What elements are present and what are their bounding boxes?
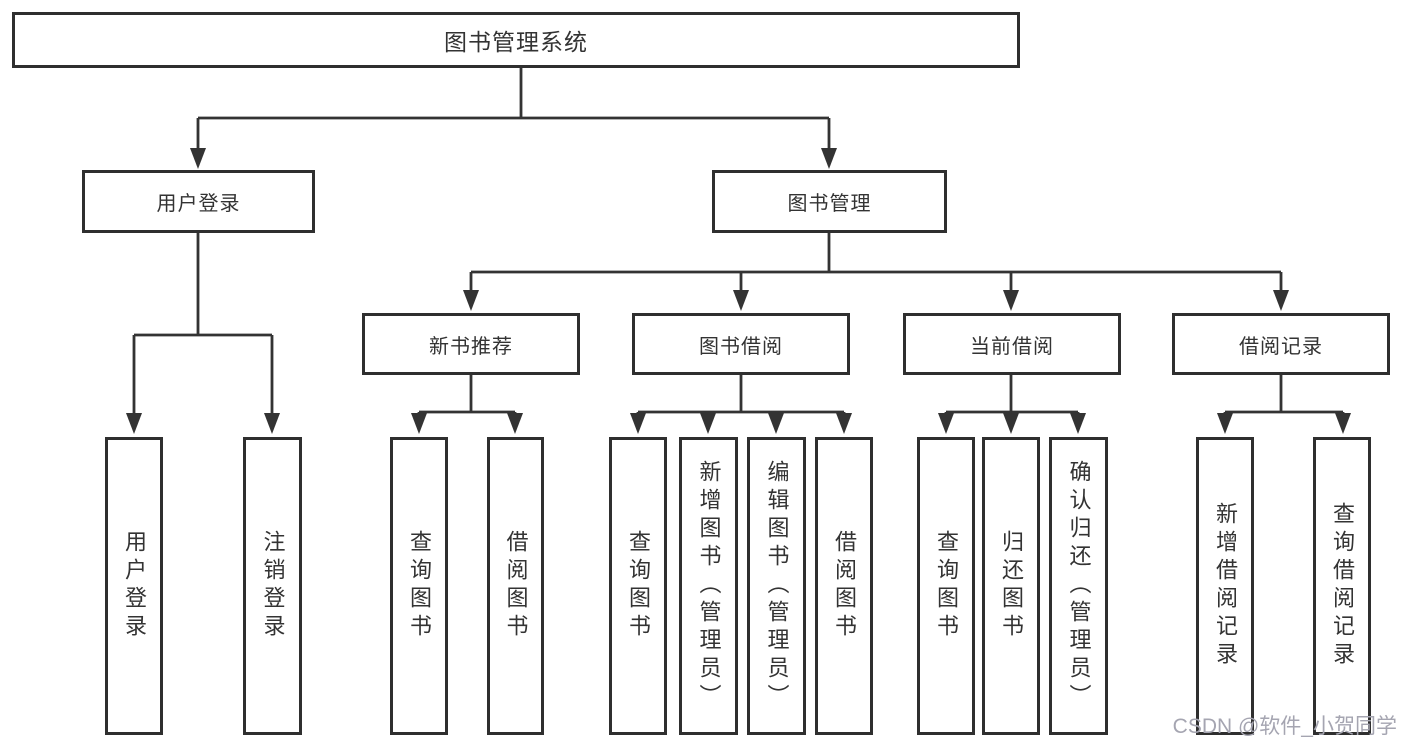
node-label: 编辑图书（管理员）: [764, 460, 790, 712]
node-label: 注销登录: [260, 530, 286, 642]
node-label: 图书借阅: [699, 335, 783, 358]
node-label: 当前借阅: [970, 335, 1054, 358]
leaf-add-book-admin: 新增图书（管理员）: [679, 437, 738, 735]
node-label: 新书推荐: [429, 335, 513, 358]
leaf-query-book-borrow: 查询图书: [609, 437, 667, 735]
node-label: 图书管理: [787, 193, 872, 215]
node-label: 借阅图书: [832, 530, 857, 642]
node-label: 新增借阅记录: [1213, 502, 1238, 670]
leaf-borrow-book-recommend: 借阅图书: [487, 437, 544, 735]
node-label: 归还图书: [999, 530, 1024, 642]
node-user-login: 用户登录: [82, 170, 315, 233]
leaf-logout: 注销登录: [243, 437, 302, 735]
leaf-return-book: 归还图书: [982, 437, 1040, 735]
node-current-borrowing: 当前借阅: [903, 313, 1121, 375]
node-label: 借阅图书: [503, 530, 529, 642]
node-borrowing-records: 借阅记录: [1172, 313, 1390, 375]
node-label: 查询图书: [407, 530, 432, 642]
leaf-query-borrow-record: 查询借阅记录: [1313, 437, 1371, 735]
node-label: 用户登录: [122, 530, 147, 642]
leaf-user-login: 用户登录: [105, 437, 163, 735]
node-label: 查询图书: [934, 530, 959, 642]
node-label: 图书管理系统: [444, 29, 588, 55]
node-label: 确认归还（管理员）: [1066, 460, 1092, 712]
csdn-watermark: CSDN @软件_小贺同学: [1172, 715, 1397, 738]
node-label: 用户登录: [156, 193, 241, 215]
node-label: 查询图书: [626, 530, 651, 642]
leaf-query-book-current: 查询图书: [917, 437, 975, 735]
node-label: 查询借阅记录: [1330, 502, 1355, 670]
leaf-query-book-recommend: 查询图书: [390, 437, 448, 735]
node-label: 借阅记录: [1239, 335, 1323, 358]
node-new-book-recommendation: 新书推荐: [362, 313, 580, 375]
leaf-confirm-return-admin: 确认归还（管理员）: [1049, 437, 1108, 735]
node-label: 新增图书（管理员）: [696, 460, 722, 712]
node-book-management: 图书管理: [712, 170, 947, 233]
node-book-borrowing: 图书借阅: [632, 313, 850, 375]
leaf-add-borrow-record: 新增借阅记录: [1196, 437, 1254, 735]
leaf-edit-book-admin: 编辑图书（管理员）: [747, 437, 806, 735]
node-library-management-system: 图书管理系统: [12, 12, 1020, 68]
leaf-borrow-book: 借阅图书: [815, 437, 873, 735]
